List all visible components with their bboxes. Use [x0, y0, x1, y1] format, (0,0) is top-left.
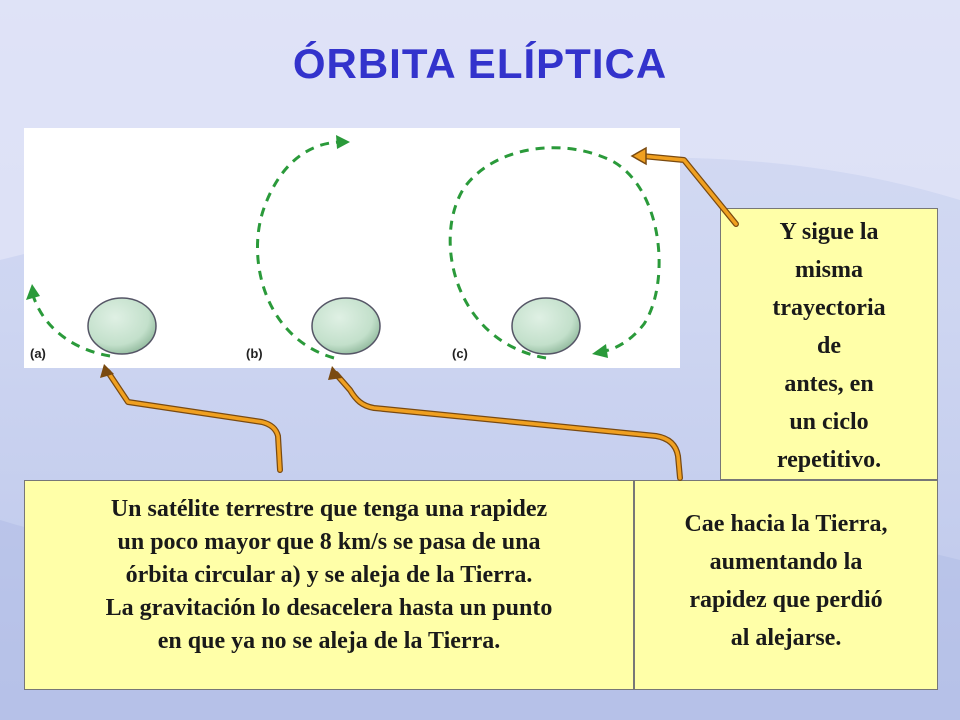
- earth-a: [87, 297, 157, 355]
- callout-left-line: un poco mayor que 8 km/s se pasa de una: [117, 529, 541, 555]
- orbit-path-c: [448, 146, 661, 360]
- panel-label-a: (a): [30, 346, 46, 361]
- earth-b: [311, 297, 381, 355]
- panel-label-c: (c): [452, 346, 468, 361]
- panel-label-b: (b): [246, 346, 263, 361]
- callout-right-line: misma: [795, 257, 863, 283]
- callout-left-line: órbita circular a) y se aleja de la Tier…: [125, 562, 533, 588]
- panel-c: (c): [448, 146, 661, 361]
- callout-falls-back: Cae hacia la Tierra, aumentando la rapid…: [634, 480, 938, 690]
- panel-a: (a): [26, 284, 157, 361]
- orbit-arrowhead-a: [26, 284, 40, 300]
- earth-c: [511, 297, 581, 355]
- callout-right-line: Y sigue la: [779, 219, 879, 245]
- callout-repeat-cycle: Y sigue la misma trayectoria de antes, e…: [720, 208, 938, 480]
- callout-right-line: repetitivo.: [776, 447, 882, 473]
- callout-satellite-speed: Un satélite terrestre que tenga una rapi…: [24, 480, 634, 690]
- page-title: ÓRBITA ELÍPTICA: [292, 40, 668, 87]
- orbit-path-a: [30, 291, 111, 358]
- callout-right-line: de: [817, 333, 841, 359]
- callout-mid-line: rapidez que perdió: [689, 587, 883, 613]
- orbit-arrowhead-c: [592, 344, 608, 358]
- callout-left-line: Un satélite terrestre que tenga una rapi…: [110, 496, 548, 522]
- callout-mid-line: aumentando la: [709, 549, 863, 575]
- callout-mid-line: Cae hacia la Tierra,: [684, 511, 888, 537]
- orbit-diagram: (a) (b) (c): [26, 135, 661, 361]
- orbit-arrowhead-b: [336, 135, 350, 149]
- callout-left-line: en que ya no se aleja de la Tierra.: [157, 628, 501, 654]
- callout-right-line: antes, en: [784, 371, 874, 397]
- callout-right-line: trayectoria: [772, 295, 886, 321]
- panel-b: (b): [246, 135, 381, 361]
- callout-right-line: un ciclo: [789, 409, 869, 435]
- callout-mid-line: al alejarse.: [730, 625, 842, 651]
- orbit-figure: (a) (b) (c): [24, 128, 680, 368]
- orbit-path-b: [256, 140, 343, 360]
- callout-left-line: La gravitación lo desacelera hasta un pu…: [105, 595, 553, 621]
